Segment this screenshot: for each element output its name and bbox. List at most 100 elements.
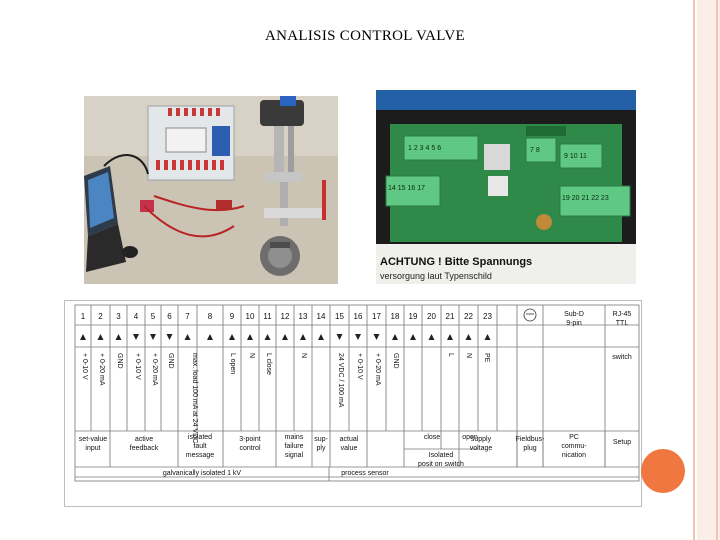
- group-label: actual: [340, 436, 359, 443]
- ground-icon: [523, 308, 537, 322]
- group-label: 3-point: [239, 436, 260, 443]
- pin-label: max. load 100 mA at 24 VDC: [191, 353, 198, 443]
- terminal-number: 3: [116, 312, 121, 321]
- group-label: fault: [193, 443, 206, 450]
- terminal-number: 19: [409, 312, 418, 321]
- terminal-number: 12: [281, 312, 290, 321]
- rj45-label: RJ-45: [613, 311, 632, 318]
- signal-arrow: [166, 334, 173, 340]
- pin-label: + 0-10 V: [134, 353, 141, 380]
- group-label: input: [85, 445, 100, 452]
- signal-arrow: [373, 334, 380, 340]
- terminal-number: 11: [263, 312, 272, 321]
- signal-arrow: [282, 334, 288, 340]
- group-label: mains: [285, 434, 304, 441]
- pin-label: N: [465, 353, 472, 358]
- svg-text:14 15 16 17: 14 15 16 17: [388, 185, 425, 192]
- terminal-number: 9: [230, 312, 235, 321]
- signal-arrow: [133, 334, 139, 340]
- group-label: active: [135, 436, 153, 443]
- terminal-number: 5: [151, 312, 156, 321]
- terminal-number: 21: [446, 312, 455, 321]
- pin-label: + 0-20 mA: [98, 353, 105, 386]
- slide-border-line: [693, 0, 695, 540]
- group-label: value: [341, 445, 358, 452]
- footer-process-sensor-label: process sensor: [341, 470, 389, 477]
- svg-text:7 8: 7 8: [530, 147, 540, 154]
- terminal-number: 8: [208, 312, 213, 321]
- pin-label: L open: [229, 353, 236, 374]
- group-label: signal: [285, 452, 304, 459]
- signal-arrow: [80, 334, 86, 340]
- pcb-photo: 1 2 3 4 5 6 7 8 9 10 11 14 15 16 17 19 2…: [376, 90, 636, 284]
- svg-text:9 10 11: 9 10 11: [564, 153, 587, 160]
- pin-label: 24 VDC / 100 mA: [337, 353, 344, 408]
- slide-title: ANALISIS CONTROL VALVE: [265, 28, 465, 44]
- group-label: open: [462, 434, 478, 441]
- group-label: plug: [523, 445, 536, 452]
- terminal-number: 14: [317, 312, 326, 321]
- terminal-number: 1: [81, 312, 86, 321]
- signal-arrow: [184, 334, 191, 340]
- pin-label: N: [248, 353, 255, 358]
- group-label: nication: [562, 452, 586, 459]
- pin-label: PE: [483, 353, 490, 363]
- group-label: control: [239, 445, 260, 452]
- pin-label: + 0-20 mA: [151, 353, 158, 386]
- pin-label: + 0-10 V: [81, 353, 88, 380]
- subd-label: Sub-D: [564, 311, 584, 318]
- terminal-number: 20: [427, 312, 436, 321]
- group-label: feedback: [130, 445, 159, 452]
- pin-label: L close: [265, 353, 272, 375]
- svg-text:1 2 3 4 5 6: 1 2 3 4 5 6: [408, 145, 441, 152]
- signal-arrow: [264, 334, 271, 340]
- footer-isolation-label: galvanically isolated 1 kV: [163, 470, 242, 477]
- terminal-number: 22: [464, 312, 473, 321]
- signal-arrow: [207, 334, 213, 340]
- svg-text:19 20 21 22 23: 19 20 21 22 23: [562, 195, 609, 202]
- subd-pins-label: 9-pin: [566, 320, 582, 327]
- group-label: isolated: [188, 434, 212, 441]
- wiring-frame: [74, 304, 640, 482]
- terminal-number: 18: [391, 312, 400, 321]
- decorative-circle: [641, 449, 685, 493]
- group-label: Setup: [613, 439, 631, 446]
- group-label: failure: [284, 443, 303, 450]
- signal-arrow: [484, 334, 491, 340]
- group-label: sup-: [314, 436, 328, 443]
- warning-sign-line2: versorgung laut Typenschild: [380, 271, 492, 281]
- group-label: commu-: [561, 443, 587, 450]
- slide-right-band: [697, 0, 720, 540]
- signal-arrow: [355, 334, 361, 340]
- terminal-number: 15: [335, 312, 344, 321]
- group-label: Fieldbus-: [516, 436, 545, 443]
- lab-setup-photo: [84, 96, 338, 284]
- group-label: ply: [317, 445, 326, 452]
- terminal-number: 6: [167, 312, 172, 321]
- pin-label: + 0-20 mA: [374, 353, 381, 386]
- rj45-ttl-label: TTL: [616, 320, 629, 327]
- signal-arrow: [229, 334, 235, 340]
- signal-arrow: [392, 334, 398, 340]
- group-label: close: [424, 434, 440, 441]
- pin-label: L: [447, 353, 454, 357]
- signal-arrow: [115, 334, 122, 340]
- terminal-number: 17: [372, 312, 381, 321]
- warning-sign-line1: ACHTUNG ! Bitte Spannungs: [380, 256, 532, 268]
- signal-arrow: [150, 334, 156, 340]
- signal-arrow: [410, 334, 416, 340]
- terminal-number: 10: [246, 312, 255, 321]
- signal-arrow: [247, 334, 253, 340]
- terminal-number: 13: [299, 312, 308, 321]
- pin-label: GND: [392, 353, 399, 369]
- signal-arrow: [318, 334, 324, 340]
- terminal-number: 4: [134, 312, 139, 321]
- group-label: set-value: [79, 436, 108, 443]
- group-label: PC: [569, 434, 579, 441]
- group-label: message: [186, 452, 215, 459]
- terminal-number: 16: [354, 312, 363, 321]
- pin-label: GND: [167, 353, 174, 369]
- signal-arrow: [97, 334, 104, 340]
- switch-label: switch: [612, 354, 632, 361]
